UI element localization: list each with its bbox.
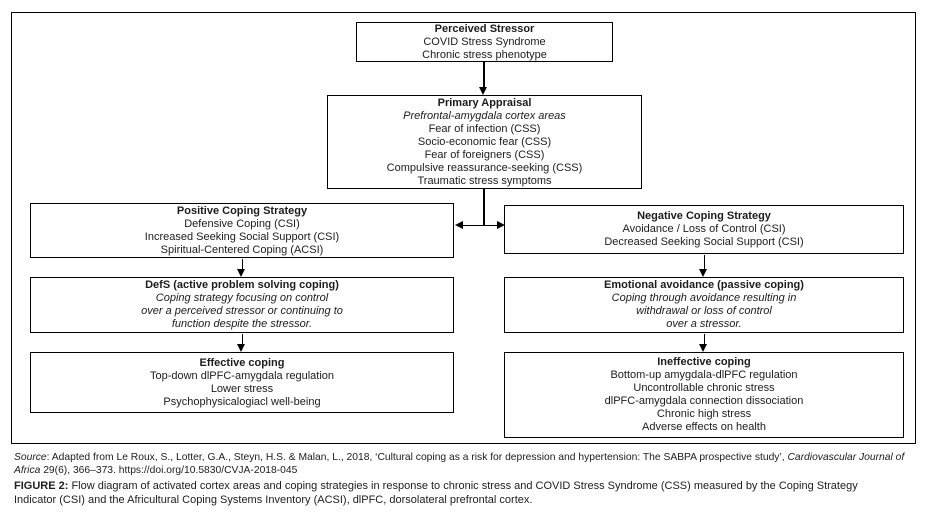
box-negative-coping-strategy: Negative Coping Strategy Avoidance / Los… [504,205,904,254]
box-title: Primary Appraisal [437,96,532,109]
caption-line-2: Indicator (CSI) and the Africultural Cop… [14,493,533,506]
box-title: DefS (active problem solving coping) [145,279,339,291]
caption-line-1: FIGURE 2: Flow diagram of activated cort… [14,480,919,494]
box-title: Ineffective coping [657,356,751,368]
caption-text: Flow diagram of activated cortex areas a… [68,480,858,492]
box-line: Compulsive reassurance-seeking (CSS) [386,161,583,174]
box-line-italic: over a stressor. [666,318,742,330]
box-line: Fear of foreigners (CSS) [424,148,545,161]
box-line: COVID Stress Syndrome [423,35,546,48]
source-line-2: Africa 29(6), 366–373. https://doi.org/1… [14,464,924,477]
connector-line [461,224,498,227]
figure-caption: FIGURE 2: Flow diagram of activated cort… [14,480,919,507]
box-line: dlPFC-amygdala connection dissociation [604,395,804,407]
box-perceived-stressor: Perceived Stressor COVID Stress Syndrome… [356,22,613,62]
box-ineffective-coping: Ineffective coping Bottom-up amygdala-dl… [504,352,904,438]
box-title: Perceived Stressor [434,22,535,35]
box-title: Emotional avoidance (passive coping) [604,279,804,291]
source-text: 29(6), 366–373. https://doi.org/10.5830/… [40,465,298,476]
box-emotional-avoidance: Emotional avoidance (passive coping) Cop… [504,277,904,333]
source-note: Source: Adapted from Le Roux, S., Lotter… [14,451,924,477]
box-line: Traumatic stress symptoms [417,174,552,187]
box-line: Top-down dlPFC-amygdala regulation [149,369,335,382]
box-line: Bottom-up amygdala-dlPFC regulation [610,369,798,381]
box-effective-coping: Effective coping Top-down dlPFC-amygdala… [30,352,454,413]
box-line-italic: Coping through avoidance resulting in [611,292,797,304]
arrow-left-icon [454,221,463,229]
connector-line [483,62,485,88]
box-line-italic: Prefrontal-amygdala cortex areas [403,109,566,122]
source-line-1: Source: Adapted from Le Roux, S., Lotter… [14,451,924,464]
source-journal: Cardiovascular Journal of [787,452,905,463]
box-line: Spiritual-Centered Coping (ACSI) [160,243,324,256]
box-line: Socio-economic fear (CSS) [417,135,552,148]
box-line-italic: withdrawal or loss of control [636,305,772,317]
box-line: Chronic stress phenotype [422,48,547,61]
box-line: Adverse effects on health [642,421,766,433]
connector-line [483,189,485,226]
box-positive-coping-strategy: Positive Coping Strategy Defensive Copin… [30,203,454,258]
box-defs-active-coping: DefS (active problem solving coping) Cop… [30,277,454,333]
source-text: : Adapted from Le Roux, S., Lotter, G.A.… [46,452,788,463]
connector-line [241,334,244,344]
connector-line [703,334,706,344]
arrow-down-icon [237,344,245,352]
arrow-down-icon [237,269,245,277]
connector-line [241,259,244,270]
box-line: Decreased Seeking Social Support (CSI) [604,236,804,248]
source-journal: Africa [14,465,41,476]
box-line-italic: Coping strategy focusing on control [155,292,329,304]
box-title: Effective coping [199,356,285,369]
box-title: Positive Coping Strategy [176,204,308,217]
source-label: Source [14,452,47,463]
box-line: Increased Seeking Social Support (CSI) [144,230,340,243]
caption-label: FIGURE 2: [14,480,69,492]
box-line-italic: function despite the stressor. [171,318,313,330]
box-line: Chronic high stress [656,408,752,420]
box-line: Avoidance / Loss of Control (CSI) [622,223,786,235]
box-line: Psychophysicalogiacl well-being [163,395,321,408]
arrow-right-icon [496,221,505,229]
box-line: Defensive Coping (CSI) [184,217,300,230]
box-line-italic: over a perceived stressor or continuing … [141,305,343,317]
arrow-down-icon [699,344,707,352]
box-title: Negative Coping Strategy [637,210,771,222]
box-line: Lower stress [210,382,274,395]
arrow-down-icon [699,269,707,277]
box-primary-appraisal: Primary Appraisal Prefrontal-amygdala co… [327,95,642,189]
arrow-down-icon [479,87,487,95]
box-line: Fear of infection (CSS) [428,122,541,135]
connector-line [703,255,706,270]
box-line: Uncontrollable chronic stress [633,382,775,394]
